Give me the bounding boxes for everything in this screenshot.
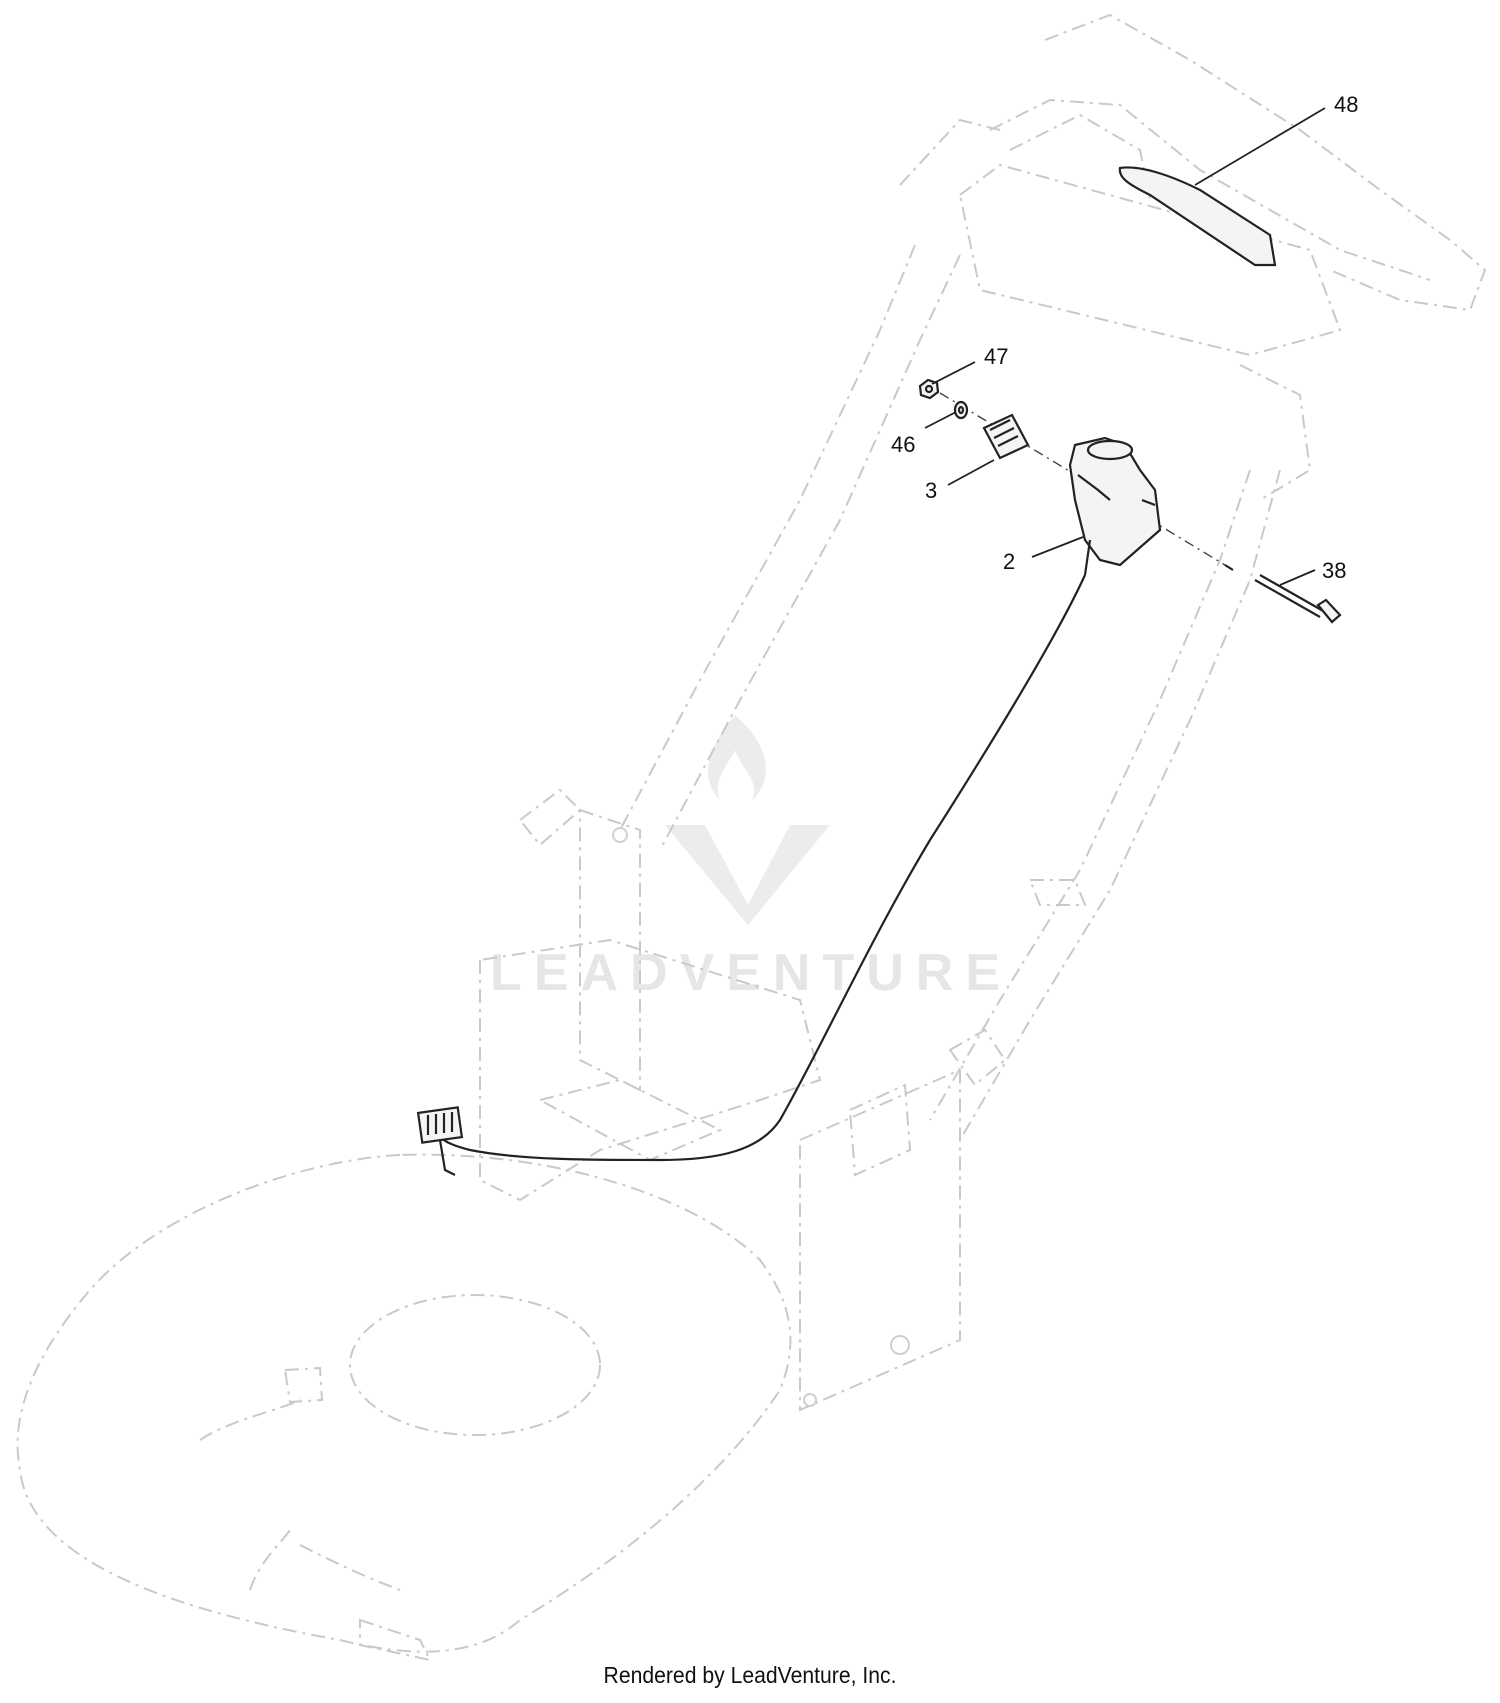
callout-46: 46	[891, 432, 915, 457]
mower-deck-outline	[16, 1153, 792, 1662]
callout-3: 3	[925, 478, 937, 503]
part-38-bolt[interactable]	[1224, 564, 1342, 624]
watermark-text: LEADVENTURE	[490, 944, 1012, 1002]
leader-3	[947, 459, 995, 486]
callout-48: 48	[1334, 92, 1358, 117]
cable-connector[interactable]	[416, 1106, 464, 1176]
part-2-control[interactable]	[434, 436, 1162, 1162]
part-3-switch[interactable]	[982, 413, 1030, 460]
leader-47	[931, 361, 976, 385]
leadventure-watermark: LEADVENTURE	[490, 715, 1012, 1002]
render-credit: Rendered by LeadVenture, Inc.	[603, 1662, 897, 1688]
part-46-washer[interactable]	[953, 400, 969, 420]
leader-lines	[924, 107, 1326, 586]
leader-38	[1279, 569, 1316, 586]
leader-2	[1031, 536, 1084, 558]
callout-47: 47	[984, 344, 1008, 369]
leader-46	[924, 411, 957, 429]
part-48-decal[interactable]	[1118, 166, 1277, 267]
leader-48	[1194, 107, 1326, 186]
callout-2: 2	[1003, 549, 1015, 574]
callout-38: 38	[1322, 558, 1346, 583]
handle-base-outline	[479, 788, 1007, 1412]
handle-outline	[619, 13, 1487, 1141]
part-47-nut[interactable]	[918, 378, 940, 400]
